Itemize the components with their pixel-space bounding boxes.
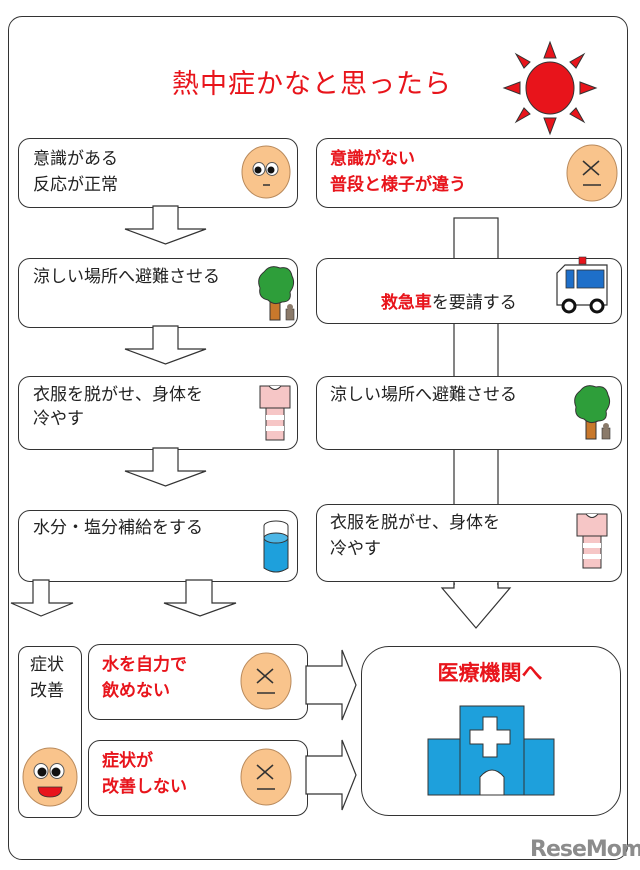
outcome-improved-line1: 症状: [30, 655, 64, 675]
outcome-not-improving-line2: 改善しない: [102, 777, 187, 797]
outcome-improved-line2: 改善: [30, 681, 64, 701]
step-undress-box: [18, 376, 298, 450]
step-ambulance-text: 救急車を要請する: [370, 264, 517, 316]
sun-icon: [502, 40, 598, 136]
clothing-icon: [576, 513, 608, 569]
step-cool-place-box: [18, 258, 298, 328]
step-undress-right-line1: 衣服を脱がせ、身体を: [330, 513, 500, 533]
step-conscious-line2: 反応が正常: [33, 175, 118, 195]
destination-label: 医療機関へ: [437, 661, 543, 685]
normal-face-icon: [241, 145, 291, 199]
happy-face-icon: [22, 747, 78, 807]
unwell-face-icon: [240, 748, 292, 806]
down-arrow: [124, 325, 207, 365]
down-arrow: [124, 447, 207, 487]
unwell-face-icon: [566, 144, 618, 202]
outcome-cannot-drink-line2: 飲めない: [102, 681, 170, 701]
step-hydrate-box: [18, 510, 298, 582]
step-conscious-line1: 意識がある: [33, 149, 118, 169]
ambulance-emphasis: 救急車: [380, 293, 432, 313]
step-cool-place-right-text: 涼しい場所へ避難させる: [330, 385, 517, 405]
title-text: 熱中症かなと思ったら: [172, 69, 452, 100]
tree-shade-icon: [258, 266, 295, 321]
hospital-icon: [427, 705, 555, 796]
step-undress-right-box: [316, 504, 622, 582]
right-arrow: [305, 649, 357, 721]
outcome-cannot-drink-line1: 水を自力で: [102, 655, 187, 675]
unwell-face-icon: [240, 652, 292, 710]
step-cool-place-text: 涼しい場所へ避難させる: [33, 267, 220, 287]
clothing-icon: [259, 385, 291, 441]
step-unconscious-line2: 普段と様子が違う: [330, 175, 466, 195]
step-cool-place-right-box: [316, 376, 622, 450]
step-unconscious-line1: 意識がない: [330, 149, 415, 169]
down-arrow-not-improved: [163, 579, 237, 617]
step-undress-line2: 冷やす: [33, 409, 84, 429]
step-undress-right-line2: 冷やす: [330, 539, 381, 559]
watermark-logo: ReseMom: [530, 837, 640, 862]
tree-shade-icon: [574, 385, 611, 440]
ambulance-rest: を要請する: [431, 293, 517, 313]
down-arrow-improved: [10, 579, 74, 617]
down-arrow: [124, 205, 207, 245]
outcome-not-improving-line1: 症状が: [102, 751, 153, 771]
ambulance-icon: [556, 256, 608, 314]
step-hydrate-text: 水分・塩分補給をする: [33, 518, 203, 538]
page-title: 熱中症かなと思ったら: [0, 62, 640, 101]
water-glass-icon: [263, 520, 289, 573]
right-arrow: [305, 739, 357, 811]
step-undress-line1: 衣服を脱がせ、身体を: [33, 385, 203, 405]
